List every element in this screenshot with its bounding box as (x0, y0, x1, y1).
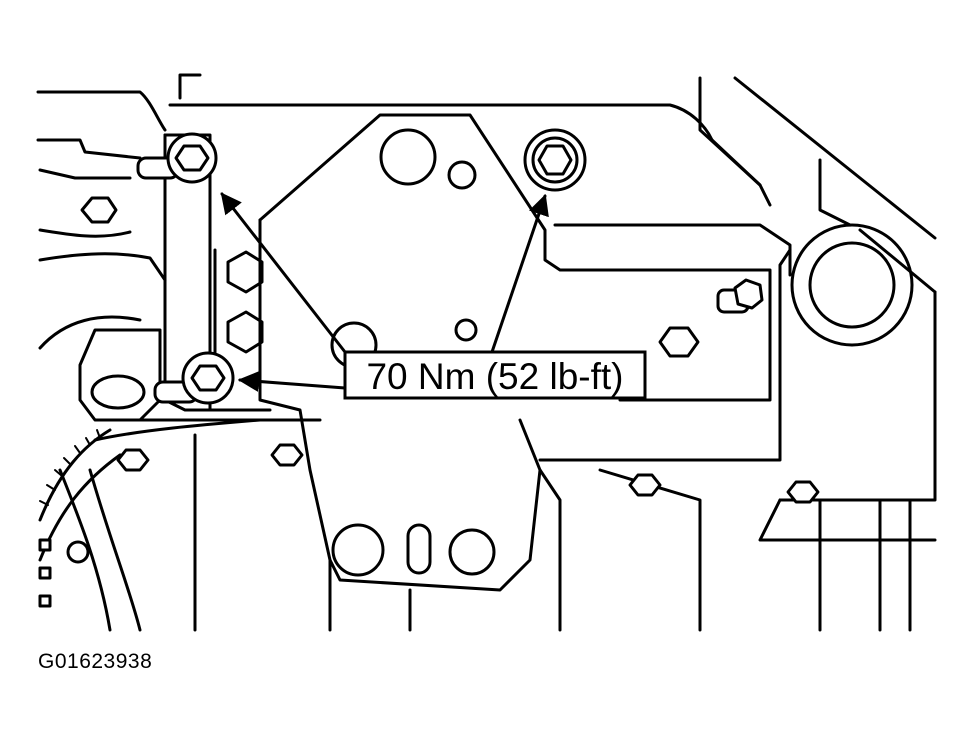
lower-left-bolt (153, 351, 235, 405)
hex-bolt-bottom-4 (786, 480, 820, 504)
bracket-plate (163, 133, 272, 412)
flywheel-gear (38, 428, 122, 608)
hex-bolt-left (80, 196, 118, 224)
callout-leaders (220, 192, 549, 392)
engine-mount-bracket (258, 113, 792, 592)
timing-cover-boss (538, 223, 914, 462)
hex-bolt-bottom-3 (628, 473, 662, 497)
upper-right-bolt (523, 128, 587, 192)
engine-block-outline (36, 73, 937, 632)
hex-bolt-bottom-2 (270, 443, 304, 467)
upper-left-bolt (136, 132, 218, 184)
hex-bolt-mid-right (658, 326, 700, 358)
fasteners (80, 196, 820, 504)
lower-block (78, 328, 162, 422)
torque-label: 70 Nm (52 lb-ft) (366, 356, 623, 397)
figure-id: G01623938 (38, 650, 153, 673)
stud-right (716, 278, 764, 314)
torque-callout: 70 Nm (52 lb-ft) (343, 350, 647, 400)
hex-bolt-bottom-1 (116, 448, 150, 472)
